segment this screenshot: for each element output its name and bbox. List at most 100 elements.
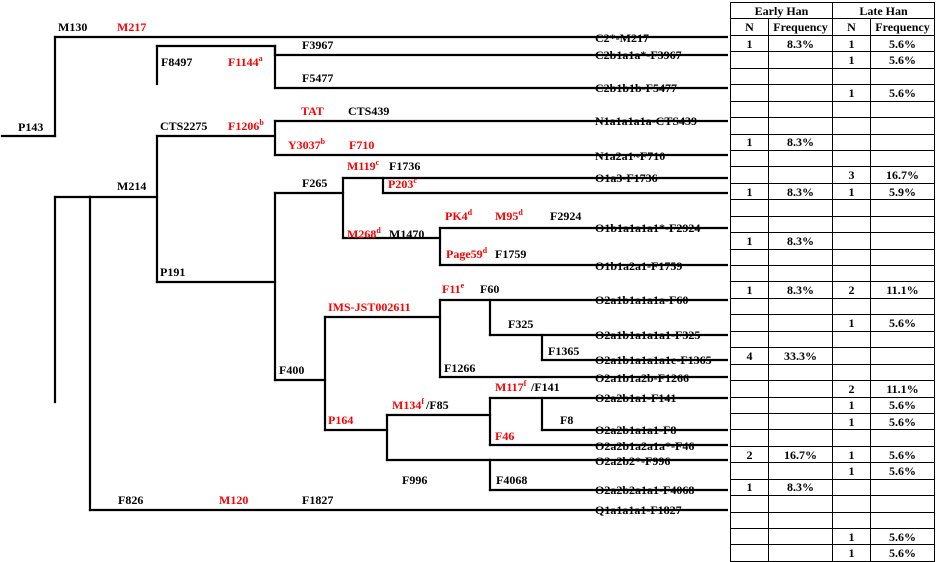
marker-label: Page59	[446, 247, 483, 261]
cell-late-n: 1	[832, 544, 871, 562]
cell-early-frequency	[768, 166, 833, 184]
marker-f1144: F1144a	[228, 54, 263, 69]
marker-f826: F826	[118, 493, 143, 507]
cell-late-n	[832, 215, 871, 234]
marker-f141: /F141	[530, 380, 560, 394]
cell-late-frequency: 5.6%	[870, 412, 935, 431]
marker-f5477: F5477	[302, 71, 333, 85]
cell-early-frequency	[768, 264, 833, 283]
cell-late-frequency: 5.6%	[870, 445, 935, 464]
cell-late-frequency	[870, 264, 935, 283]
table-row	[730, 100, 935, 119]
marker-label: M120	[219, 493, 248, 507]
marker-superscript: d	[483, 246, 488, 255]
marker-f1266: F1266	[444, 361, 475, 375]
cell-late-frequency	[870, 495, 935, 513]
cell-late-frequency	[870, 232, 935, 250]
cell-early-frequency	[768, 511, 833, 530]
cell-early-frequency	[768, 380, 833, 398]
cell-late-n	[832, 133, 871, 151]
cell-early-n	[730, 248, 769, 267]
cell-late-frequency	[870, 199, 935, 217]
marker-f8497: F8497	[161, 55, 192, 69]
marker-label: M217	[117, 20, 146, 34]
cell-late-frequency	[870, 511, 935, 530]
marker-label: M1470	[389, 227, 424, 241]
marker-label: F46	[495, 429, 514, 443]
marker-cts439: CTS439	[348, 104, 389, 118]
cell-early-n: 4	[730, 347, 769, 365]
marker-label: M134	[392, 398, 421, 412]
marker-superscript: d	[468, 208, 473, 217]
marker-superscript: b	[259, 118, 264, 127]
cell-early-frequency: 33.3%	[768, 347, 833, 365]
marker-ims: IMS-JST002611	[328, 300, 411, 314]
marker-f1759: F1759	[495, 247, 526, 261]
marker-label: IMS-JST002611	[328, 300, 411, 314]
marker-label: F2924	[550, 209, 581, 223]
cell-late-frequency: 5.6%	[870, 527, 935, 546]
cell-late-frequency	[870, 297, 935, 316]
cell-late-frequency	[870, 215, 935, 234]
cell-late-n	[832, 347, 871, 365]
marker-y3037: Y3037b	[288, 137, 326, 152]
table-row	[730, 264, 935, 283]
cell-late-frequency: 5.6%	[870, 462, 935, 480]
cell-early-n	[730, 412, 769, 431]
header-early-n: N	[730, 18, 769, 36]
cell-late-frequency: 5.6%	[870, 51, 935, 69]
marker-label: M95	[495, 209, 518, 223]
cell-late-frequency	[870, 478, 935, 497]
marker-label: F265	[302, 176, 327, 190]
table-row	[730, 363, 935, 382]
cell-late-frequency	[870, 429, 935, 447]
cell-early-frequency	[768, 67, 833, 86]
marker-f60: F60	[480, 282, 499, 296]
marker-superscript: e	[461, 281, 465, 290]
leaf-label: O2a1b1a1a1a1-F325	[595, 328, 700, 342]
marker-label: P143	[18, 120, 43, 134]
marker-label: F826	[118, 493, 143, 507]
marker-superscript: b	[321, 137, 326, 146]
header-early-han: Early Han	[730, 1, 833, 20]
cell-early-n	[730, 199, 769, 217]
cell-late-n	[832, 100, 871, 119]
cell-late-n: 3	[832, 166, 871, 184]
leaf-label: C2*-M217	[595, 31, 649, 45]
marker-m119: M119c	[347, 158, 380, 173]
marker-label: F325	[508, 317, 533, 331]
marker-label: P203	[388, 177, 413, 191]
cell-early-frequency	[768, 199, 833, 217]
marker-m95: M95d	[495, 208, 523, 223]
marker-p203: P203c	[388, 176, 417, 191]
marker-f2924: F2924	[550, 209, 581, 223]
marker-label: M214	[117, 179, 146, 193]
marker-superscript: f	[421, 397, 424, 406]
cell-early-n	[730, 495, 769, 513]
marker-label: CTS2275	[160, 119, 207, 133]
cell-late-frequency	[870, 149, 935, 168]
cell-late-frequency: 11.1%	[870, 380, 935, 398]
marker-label: PK4	[445, 209, 468, 223]
leaf-label: O2a1b1a1a1a1e-F1365	[595, 353, 712, 367]
cell-late-frequency: 16.7%	[870, 166, 935, 184]
cell-late-n	[832, 363, 871, 382]
marker-label: F8	[560, 413, 573, 427]
leaf-label: O2a1b1a2b-F1266	[595, 371, 689, 385]
marker-f325: F325	[508, 317, 533, 331]
header-early-frequency: Frequency	[768, 18, 833, 36]
marker-f1206: F1206b	[228, 118, 264, 133]
cell-late-n: 1	[832, 396, 871, 414]
table-row	[730, 495, 935, 513]
marker-f3967: F3967	[302, 38, 333, 52]
cell-early-frequency	[768, 429, 833, 447]
marker-label: F11	[442, 282, 461, 296]
marker-label: F710	[349, 138, 374, 152]
marker-label: M130	[58, 20, 87, 34]
cell-early-frequency	[768, 248, 833, 267]
cell-late-n: 1	[832, 527, 871, 546]
cell-early-n	[730, 166, 769, 184]
cell-late-n	[832, 67, 871, 86]
